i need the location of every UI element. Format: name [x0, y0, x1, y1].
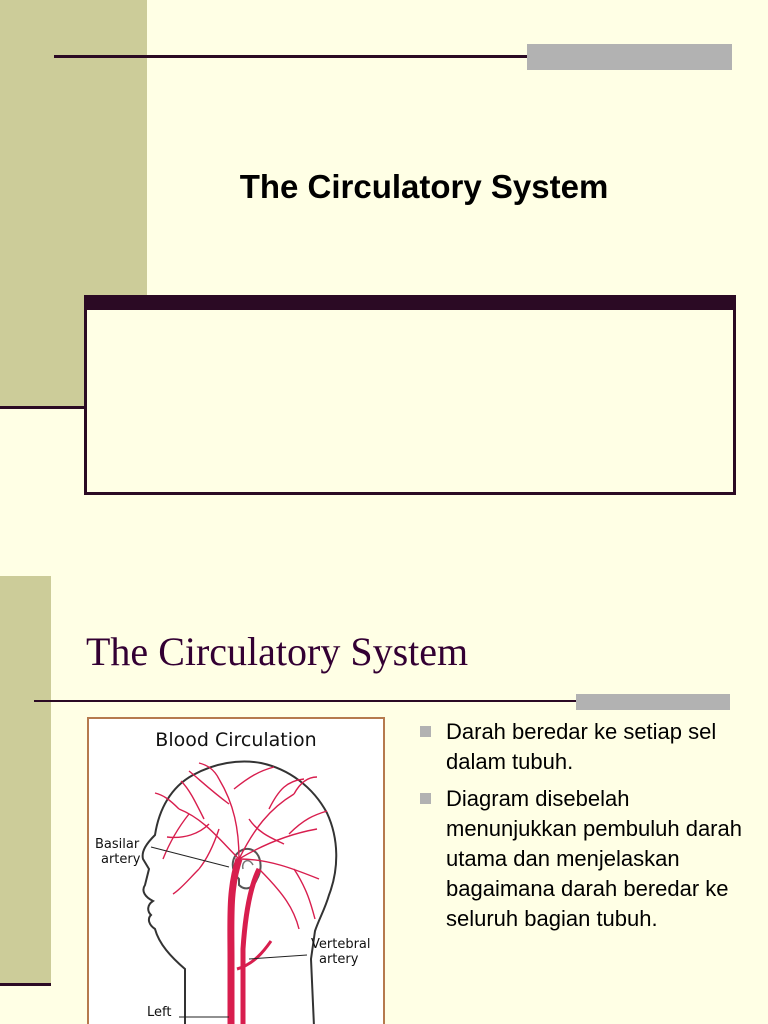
- top-rule: [54, 55, 732, 58]
- vertebral-artery-label: Vertebral artery: [311, 937, 371, 967]
- title-slide: The Circulatory System: [0, 0, 736, 495]
- sidebar-panel: [0, 576, 51, 984]
- content-slide: The Circulatory System: [0, 576, 768, 1024]
- slide-title: The Circulatory System: [239, 168, 609, 205]
- title-accent-bar: [576, 694, 730, 710]
- head-illustration: [141, 760, 338, 1024]
- title-rule: [34, 700, 730, 702]
- label-line: Left: [147, 1005, 172, 1020]
- left-carotid-label: Left: [147, 1005, 171, 1020]
- label-line: artery: [319, 952, 359, 967]
- bullet-item: Darah beredar ke setiap sel dalam tubuh.: [420, 717, 750, 777]
- subtitle-box: [84, 310, 736, 495]
- sidebar-rule: [0, 406, 86, 409]
- blood-circulation-diagram: Blood Circulation Basilar artery Vertebr…: [87, 717, 385, 1024]
- top-accent-bar: [527, 44, 732, 70]
- bullet-list: Darah beredar ke setiap sel dalam tubuh.…: [420, 717, 750, 941]
- diagram-caption: Blood Circulation: [155, 729, 317, 751]
- basilar-artery-label: Basilar artery: [95, 837, 140, 867]
- slide-title: The Circulatory System: [86, 629, 469, 674]
- label-line: Basilar: [95, 837, 140, 852]
- bullet-item: Diagram disebelah menunjukkan pembuluh d…: [420, 784, 750, 934]
- subtitle-box-header: [84, 295, 736, 313]
- label-line: Vertebral: [311, 937, 371, 952]
- sidebar-rule: [0, 983, 51, 986]
- label-line: artery: [101, 852, 141, 867]
